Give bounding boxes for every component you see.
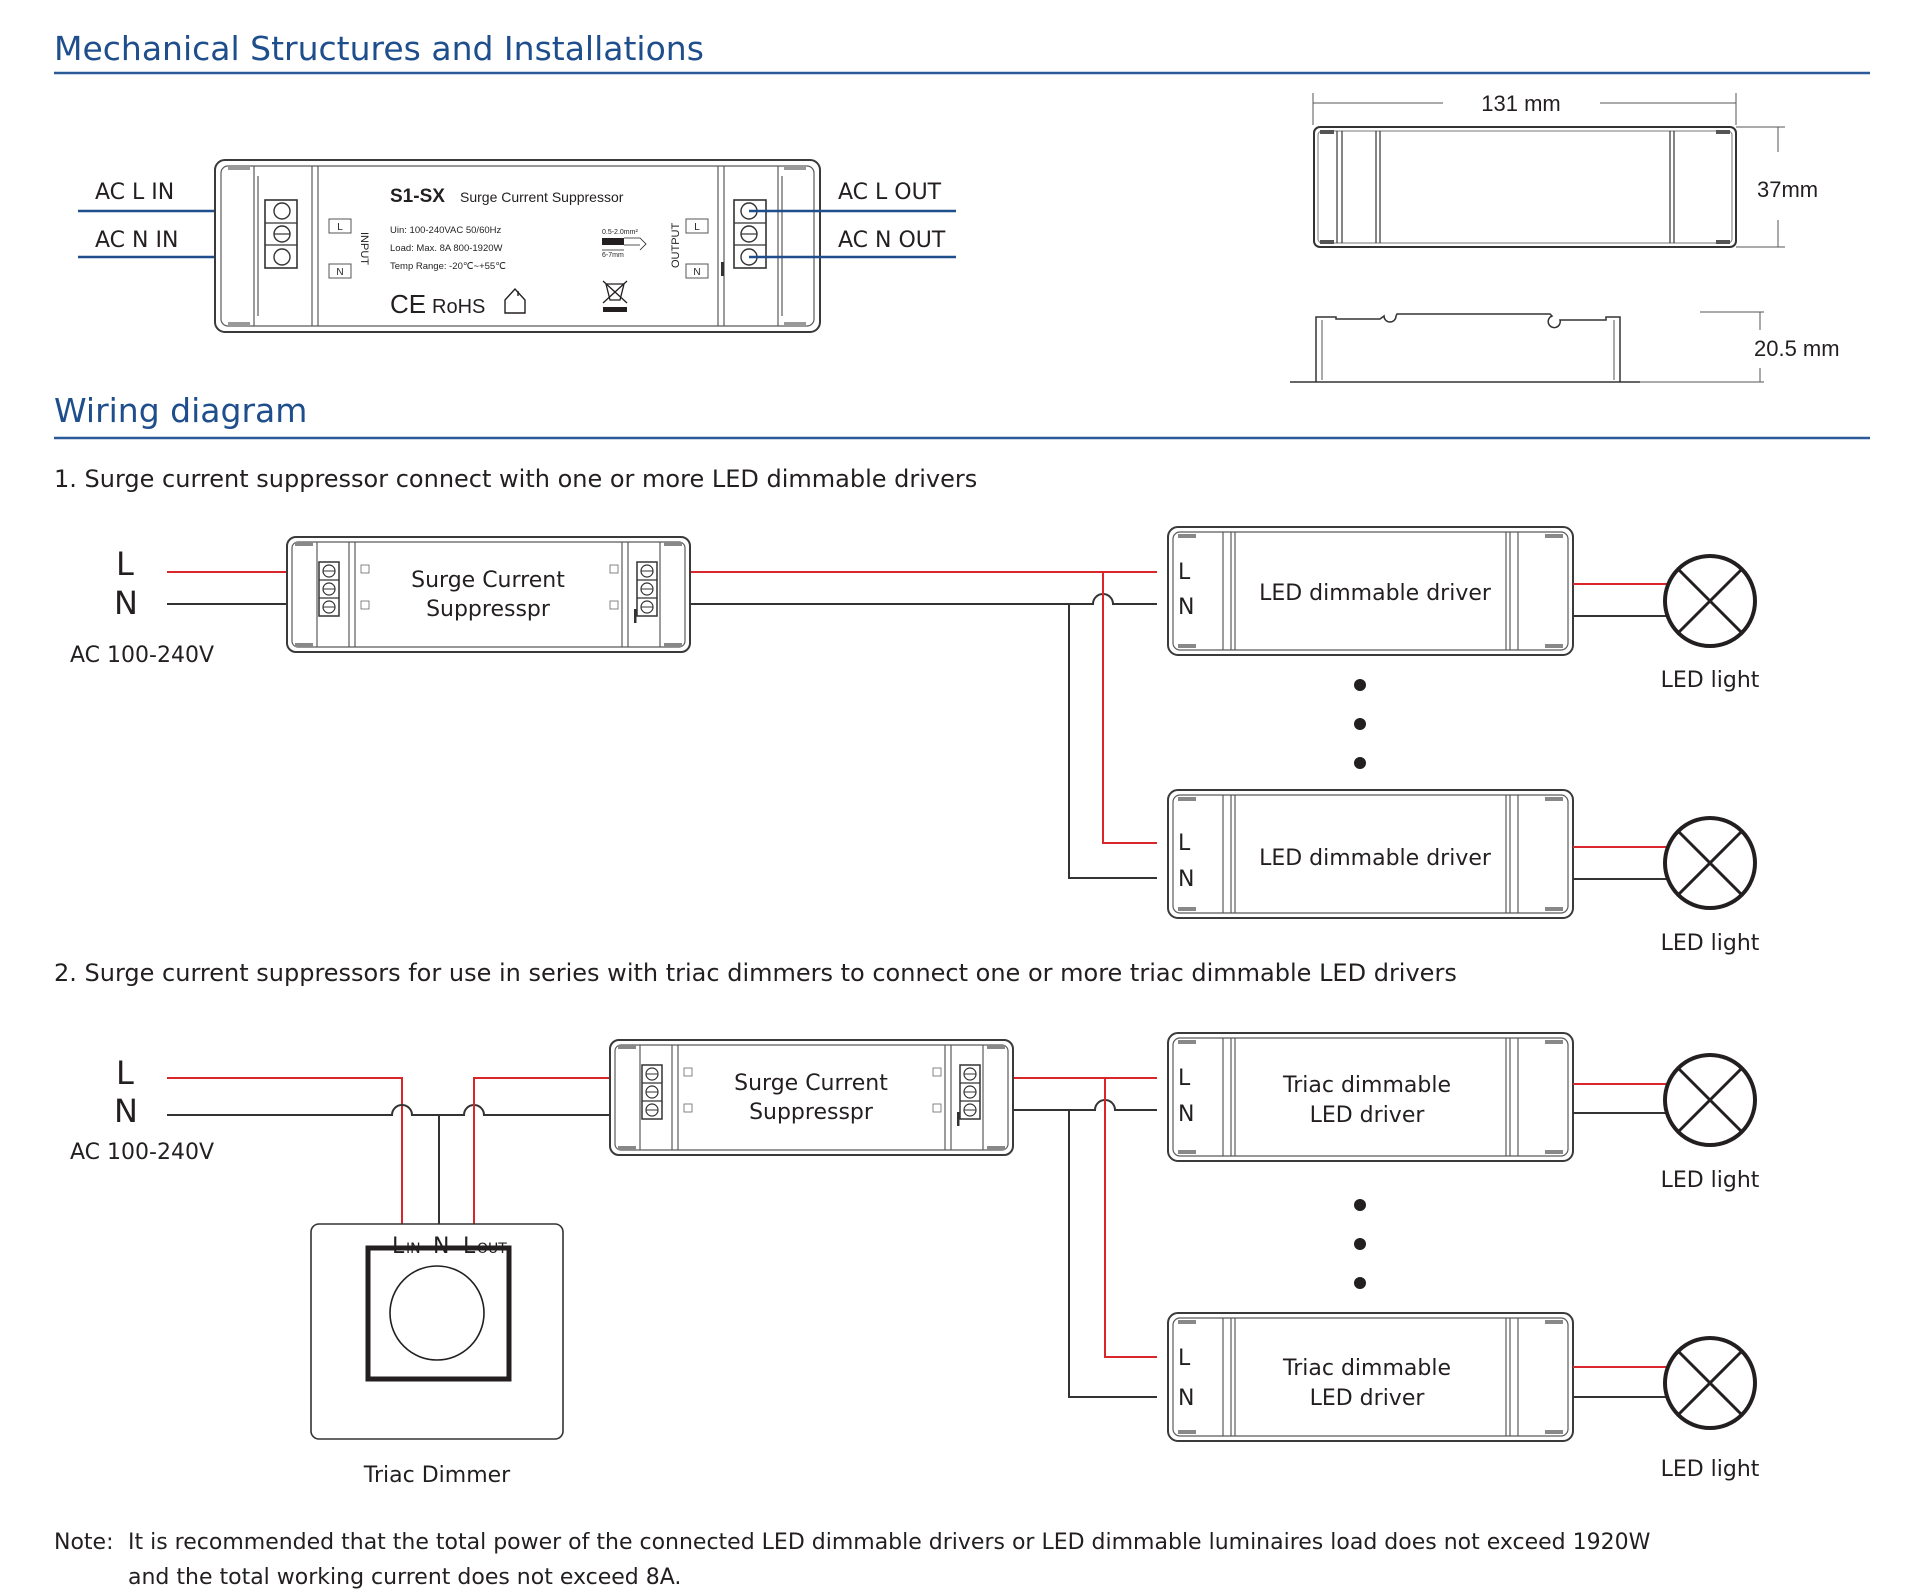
diagram2-dimmed-live <box>473 1077 646 1224</box>
triac-dimmer-label: Triac Dimmer <box>363 1463 511 1488</box>
diagram1-lamp1-label: LED light <box>1661 668 1760 693</box>
note-line-2: and the total working current does not e… <box>128 1565 681 1590</box>
dimension-width: 37mm <box>1757 177 1818 202</box>
diagram1-source-n: N <box>114 584 138 622</box>
diagram1-driver-2: L N LED dimmable driver <box>1167 789 1574 919</box>
indoor-use-house-icon <box>504 287 526 314</box>
driver-terminal-l: L <box>1178 560 1191 585</box>
dimmer-faceplate <box>365 1245 512 1382</box>
input-label: INPUT <box>358 232 370 265</box>
device-model: S1-SX <box>390 186 445 207</box>
diagram2-neutral-bus <box>167 1104 646 1116</box>
diagram1-suppressor-label-1: Surge Current <box>411 568 565 593</box>
diagram2-lamp2-label: LED light <box>1661 1457 1760 1482</box>
diagram2-source-l: L <box>116 1054 134 1092</box>
driver-terminal-l: L <box>1178 831 1191 856</box>
callout-ac-l-out: AC L OUT <box>838 180 942 205</box>
diagram2-suppressor-label-1: Surge Current <box>734 1071 888 1096</box>
diagram2-live-branch <box>1104 1078 1157 1358</box>
wire-strip-icon: 0.5-2.0mm² 6-7mm <box>602 229 647 259</box>
note-prefix: Note: <box>54 1530 114 1555</box>
svg-text:0.5-2.0mm²: 0.5-2.0mm² <box>602 229 638 236</box>
driver-terminal-l: L <box>1178 1066 1191 1091</box>
device-spec-temp: Temp Range: -20℃~+55℃ <box>390 261 506 272</box>
diagram2-ellipsis <box>1354 1199 1366 1289</box>
diagram2-driver-2: L N Triac dimmable LED driver <box>1167 1312 1574 1442</box>
diagram2-source-voltage: AC 100-240V <box>70 1140 214 1165</box>
led-lamp-icon <box>1663 1336 1757 1430</box>
mechanical-section-title: Mechanical Structures and Installations <box>54 29 704 68</box>
device-spec-input: Uin: 100-240VAC 50/60Hz <box>390 225 501 236</box>
diagram1-ellipsis <box>1354 679 1366 769</box>
dimension-height: 20.5 mm <box>1754 336 1840 361</box>
diagram2-live-to-dimmer <box>167 1077 403 1224</box>
svg-text:6-7mm: 6-7mm <box>602 252 624 259</box>
input-terminal-n-label: N <box>336 267 343 278</box>
dimension-length: 131 mm <box>1481 91 1560 116</box>
driver-terminal-n: N <box>1178 1102 1194 1127</box>
callout-ac-n-out: AC N OUT <box>838 228 946 253</box>
note-line-1: It is recommended that the total power o… <box>128 1530 1651 1555</box>
diagram2-driver-1: L N Triac dimmable LED driver <box>1167 1032 1574 1162</box>
callout-ac-n-in: AC N IN <box>95 228 178 253</box>
device-spec-load: Load: Max. 8A 800-1920W <box>390 243 503 254</box>
weee-bin-icon <box>602 280 628 312</box>
dimension-top-view: 131 mm 37mm <box>1312 91 1818 248</box>
driver-terminal-n: N <box>1178 1386 1194 1411</box>
driver-label: LED dimmable driver <box>1259 581 1492 606</box>
diagram1-neutral-branch <box>1068 604 1157 879</box>
driver-label-line1: Triac dimmable <box>1282 1073 1451 1098</box>
dimension-side-view: 20.5 mm <box>1290 311 1840 383</box>
device-name: Surge Current Suppressor <box>460 189 624 205</box>
diagram2-suppressor-label-2: Suppresspr <box>749 1100 874 1125</box>
led-lamp-icon <box>1663 816 1757 910</box>
diagram1-source-l: L <box>116 545 134 583</box>
callout-ac-l-in: AC L IN <box>95 180 174 205</box>
diagram2-suppressor: Surge Current Suppresspr <box>609 1039 1014 1156</box>
diagram2-source-n: N <box>114 1092 138 1130</box>
diagram2-neutral-branch <box>1068 1110 1157 1398</box>
input-terminal-block <box>264 199 298 269</box>
driver-terminal-l: L <box>1178 1346 1191 1371</box>
driver-terminal-n: N <box>1178 595 1194 620</box>
diagram1-live-branch <box>1102 572 1157 844</box>
diagram1-driver-1: L N LED dimmable driver <box>1167 526 1574 656</box>
triac-dimmer: L IN N L OUT <box>310 1223 564 1440</box>
driver-label-line1: Triac dimmable <box>1282 1356 1451 1381</box>
input-terminal-l-label: L <box>337 222 343 233</box>
device-front-view: L N INPUT L N OUTPUT S1-SX Surge Current… <box>214 159 821 333</box>
diagram1-caption: 1. Surge current suppressor connect with… <box>54 465 977 493</box>
ce-mark-icon: CE <box>390 289 426 319</box>
diagram1-source-voltage: AC 100-240V <box>70 643 214 668</box>
led-lamp-icon <box>1663 1053 1757 1147</box>
driver-terminal-n: N <box>1178 867 1194 892</box>
diagram2-wires <box>167 1077 1157 1398</box>
dimmer-knob-icon <box>389 1265 485 1361</box>
output-terminal-n-label: N <box>693 267 700 278</box>
output-label: OUTPUT <box>670 223 682 269</box>
rohs-icon: RoHS <box>432 296 485 318</box>
led-lamp-icon <box>1663 554 1757 648</box>
diagram1-suppressor-label-2: Suppresspr <box>426 597 551 622</box>
driver-label-line2: LED driver <box>1310 1103 1426 1128</box>
wiring-section-title: Wiring diagram <box>54 391 307 430</box>
output-terminal-l-label: L <box>694 222 700 233</box>
diagram2-lamp1-label: LED light <box>1661 1168 1760 1193</box>
driver-label-line2: LED driver <box>1310 1386 1426 1411</box>
diagram1-lamp2-label: LED light <box>1661 931 1760 956</box>
driver-label: LED dimmable driver <box>1259 846 1492 871</box>
diagram1-neutral-bus <box>645 593 1157 605</box>
diagram2-caption: 2. Surge current suppressors for use in … <box>54 959 1457 987</box>
diagram1-wires <box>167 571 1157 879</box>
diagram1-suppressor: Surge Current Suppresspr <box>286 536 691 653</box>
